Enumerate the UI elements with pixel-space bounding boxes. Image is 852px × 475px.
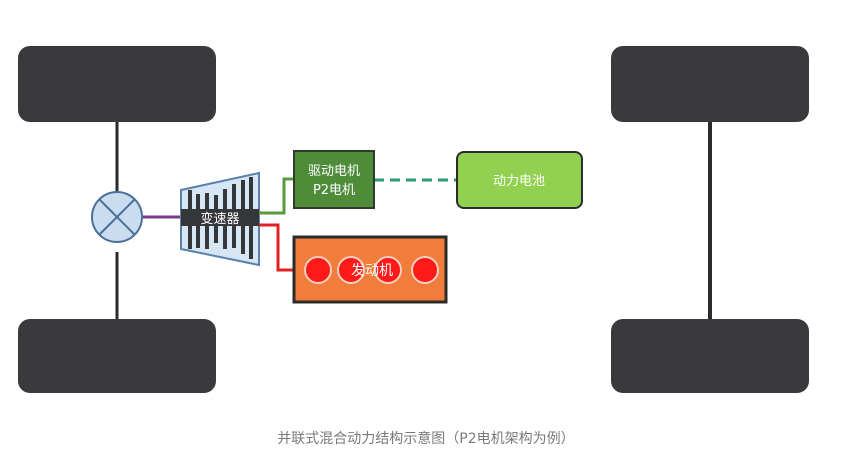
engine-cylinder-1 — [304, 256, 332, 284]
drive-motor-label-line1: 驱动电机 — [308, 164, 360, 179]
rear-upper-tire — [611, 46, 809, 122]
diagram-caption: 并联式混合动力结构示意图（P2电机架构为例） — [277, 431, 575, 447]
transmission — [180, 171, 260, 267]
drive-motor-label-line2: P2电机 — [313, 183, 355, 198]
transmission-to-motor-link — [259, 177, 294, 215]
rear-lower-tire — [611, 319, 809, 393]
front-lower-tire — [18, 319, 216, 393]
battery — [456, 151, 583, 209]
engine-label: 发动机 — [351, 263, 393, 279]
engine-cylinder-3 — [374, 256, 402, 284]
battery-label: 动力电池 — [493, 174, 545, 189]
transmission-label: 变速器 — [200, 211, 239, 227]
front-upper-tire — [18, 46, 216, 122]
engine-cylinder-2 — [337, 256, 365, 284]
transmission-to-engine-link — [259, 223, 294, 272]
drive-motor — [293, 150, 375, 209]
engine — [292, 235, 448, 304]
engine-cylinder-4 — [411, 256, 439, 284]
differential — [91, 191, 143, 243]
